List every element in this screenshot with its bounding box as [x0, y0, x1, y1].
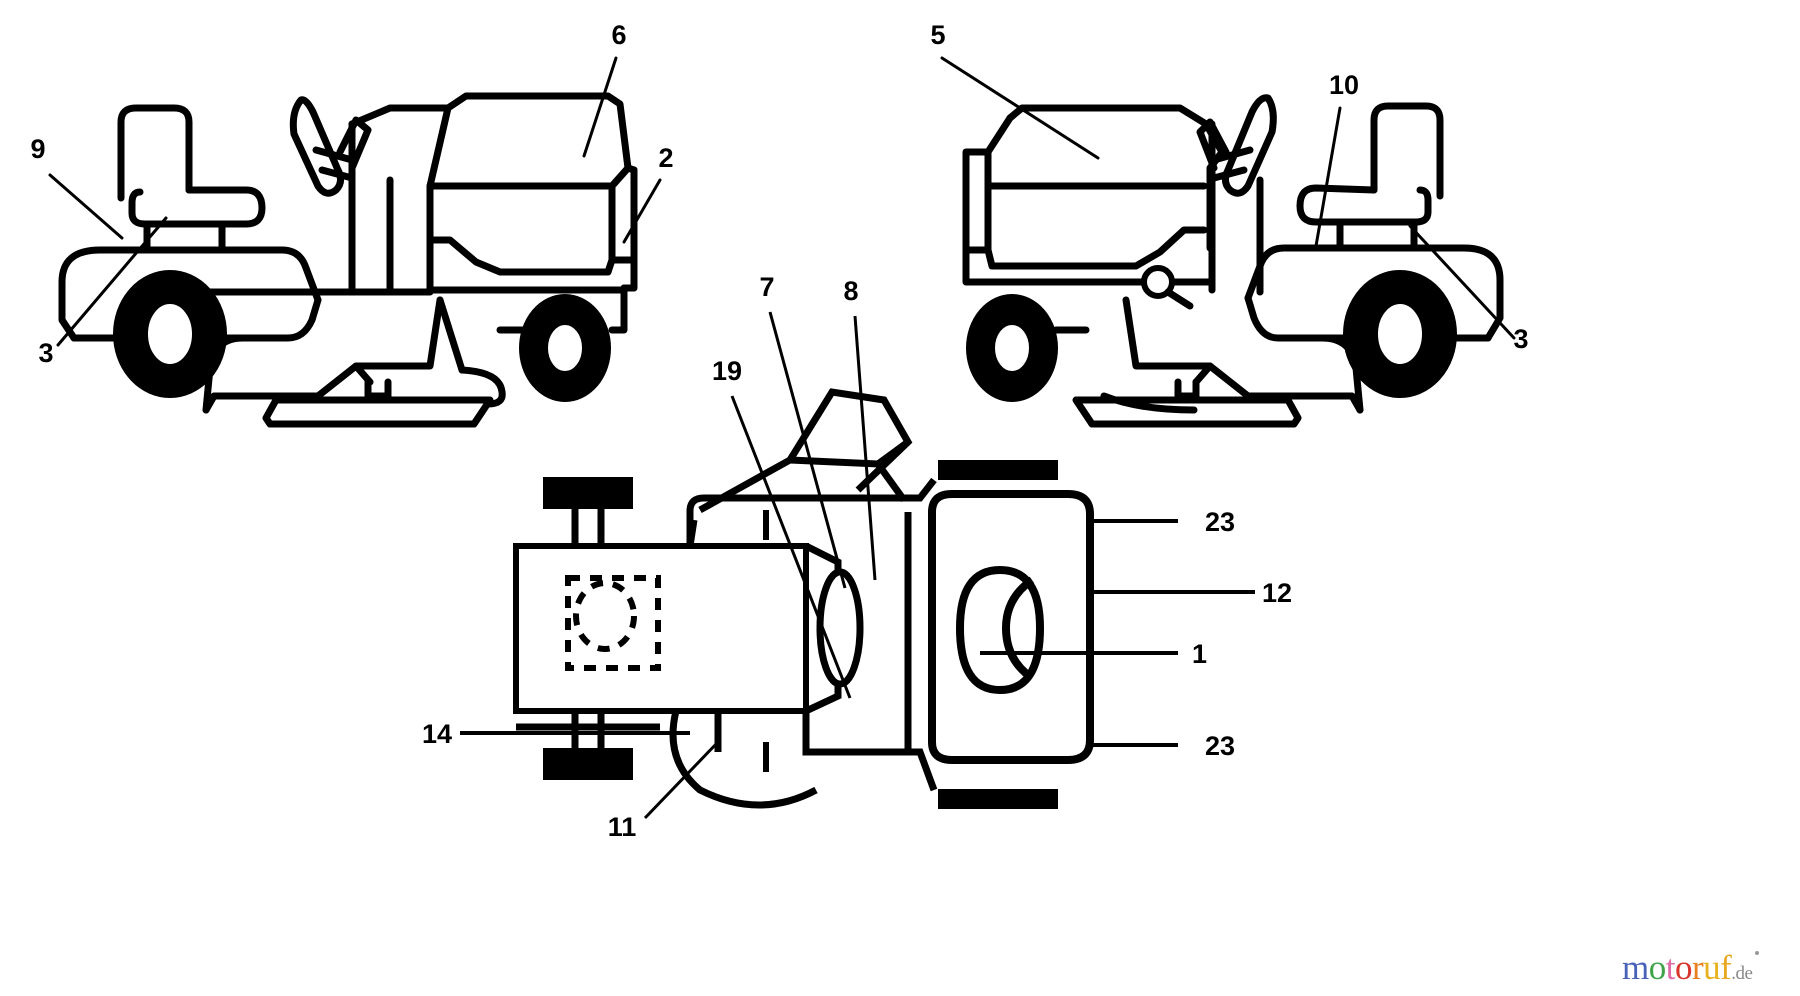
- rear-wheel-hub-right: [1374, 300, 1426, 368]
- callout-12: 12: [1262, 578, 1292, 608]
- leader-5: [940, 56, 1100, 160]
- rear-wheel-hub: [144, 300, 196, 368]
- dash-top: [348, 104, 452, 128]
- shift-lever-arm: [1164, 288, 1194, 310]
- leader-19: [730, 395, 852, 699]
- blade-top-shaft: [571, 509, 605, 546]
- rear-fender-left: [58, 246, 250, 342]
- deck-linkage: [436, 296, 466, 374]
- muffler-stem-left: [698, 456, 792, 514]
- deck-hanger: [364, 378, 392, 400]
- front-wheel-hub-right: [991, 321, 1033, 375]
- leader-3-left: [56, 216, 168, 347]
- hood-front-corner: [608, 164, 632, 190]
- leader-3-right: [1408, 224, 1516, 340]
- blade-top: [543, 477, 633, 509]
- mower-deck: [262, 396, 494, 428]
- callout-14: 14: [422, 719, 452, 749]
- steering-wheel-right: [1221, 94, 1277, 197]
- footrest-plate-right: [1122, 296, 1364, 414]
- engine-shroud-top: [686, 477, 937, 546]
- leader-7: [768, 311, 847, 589]
- seat-backrest-right: [1370, 102, 1444, 200]
- leader-6: [582, 56, 618, 158]
- callout-9: 9: [30, 134, 45, 164]
- callout-5: 5: [930, 20, 945, 50]
- callout-3-left: 3: [38, 338, 53, 368]
- wm-letter-o2: o: [1674, 948, 1693, 987]
- callout-19: 19: [712, 356, 742, 386]
- right-side-view: [940, 56, 1516, 428]
- footrest-edge-right: [1192, 362, 1214, 386]
- rear-fender-top-right: [1244, 244, 1344, 302]
- wm-letter-r: r: [1691, 948, 1704, 987]
- leader-10: [1314, 106, 1342, 248]
- engine-flywheel-outer: [955, 565, 1045, 695]
- leader-11: [643, 740, 720, 820]
- rear-fender-right: [1316, 244, 1504, 342]
- muffler-outlet: [875, 461, 907, 503]
- left-side-view: [48, 56, 662, 428]
- deck-hanger-right: [1174, 378, 1200, 400]
- seat-backrest: [117, 104, 193, 202]
- leader-2: [622, 178, 662, 244]
- motoruf-watermark: motoruf.de: [1622, 948, 1759, 988]
- callout-labels: 9 3 6 2 5 10 3 7 8 19 23 12 1 23 14 11: [30, 20, 1528, 842]
- steering-spokes: [312, 146, 356, 182]
- deck-hidden-circle: [573, 580, 637, 652]
- wm-letter-t: t: [1665, 948, 1676, 987]
- steering-shaft: [336, 116, 372, 172]
- hood-top: [444, 92, 632, 172]
- callout-2: 2: [658, 143, 673, 173]
- steering-shaft-right: [1196, 118, 1230, 172]
- wm-letter-u: u: [1703, 948, 1721, 987]
- front-wheel-hub: [544, 321, 586, 375]
- engine-top-plate: [938, 460, 1058, 480]
- callout-11: 11: [608, 812, 637, 842]
- wm-letter-m: m: [1622, 948, 1649, 987]
- callout-23-bottom: 23: [1205, 731, 1235, 761]
- seat-pan-right: [1296, 184, 1432, 226]
- deck-hidden-outline: [565, 575, 661, 671]
- callout-3-right: 3: [1513, 324, 1528, 354]
- callout-10: 10: [1329, 70, 1359, 100]
- engine-shroud-bottom: [802, 711, 938, 792]
- leader-9: [48, 173, 124, 240]
- wm-dot-accent: [1755, 951, 1759, 955]
- callout-7: 7: [759, 272, 774, 302]
- callout-1: 1: [1192, 639, 1207, 669]
- wm-suffix: .de: [1731, 963, 1753, 984]
- steering-wheel: [289, 96, 345, 197]
- seat-pedestal: [143, 220, 226, 254]
- deck-front-lip-right: [1100, 392, 1198, 414]
- callout-23-top: 23: [1205, 507, 1235, 537]
- drive-belt: [669, 710, 818, 809]
- engine-flywheel-inner: [1001, 576, 1035, 682]
- engine-pulley-small: [816, 568, 864, 688]
- seat-pedestal-right: [1336, 218, 1418, 252]
- hood-lower-crease: [426, 236, 616, 276]
- front-bumper-right: [962, 246, 988, 286]
- wm-letter-o1: o: [1648, 948, 1667, 987]
- callout-8: 8: [843, 276, 858, 306]
- seat-pan: [128, 186, 266, 228]
- leader-8: [853, 315, 877, 581]
- engine-top-view: [460, 311, 1255, 820]
- front-bumper: [608, 284, 628, 334]
- wm-letter-f: f: [1720, 948, 1732, 987]
- hood-lower-crease-right: [984, 226, 1208, 270]
- callout-6: 6: [611, 20, 626, 50]
- engine-block: [928, 490, 1094, 764]
- blade-bottom: [543, 748, 633, 780]
- footrest-plate: [202, 296, 444, 414]
- shift-lever-knob: [1141, 265, 1175, 299]
- muffler-shroud-link: [686, 519, 698, 547]
- steering-spokes-right: [1210, 146, 1254, 182]
- deck-discharge-chute: [458, 366, 506, 408]
- rear-fender-top: [218, 246, 322, 304]
- engine-bottom-plate: [938, 789, 1058, 809]
